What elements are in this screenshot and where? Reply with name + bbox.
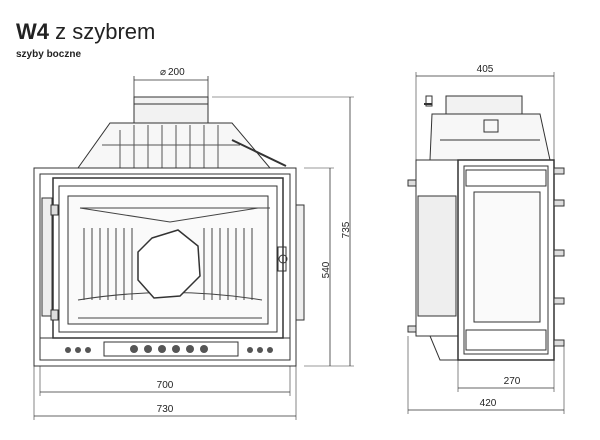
ash-drawer	[39, 337, 291, 361]
dim-front-height-inner: 540	[321, 261, 332, 278]
front-view: ⌀ 200 540 735 700 730	[33, 67, 354, 420]
side-door	[457, 159, 555, 361]
side-glass	[417, 195, 457, 317]
dim-front-width-outer: 730	[157, 404, 174, 415]
side-view: 405 270 420	[407, 64, 565, 414]
side-door-glass	[473, 191, 541, 323]
model-variant: z szybrem	[55, 19, 156, 44]
dim-side-top-depth: 405	[477, 64, 494, 75]
dim-side-bottom-depth-outer: 420	[480, 398, 497, 409]
side-glass-right	[295, 204, 305, 321]
fire-opening	[137, 229, 201, 299]
hinge-bottom	[50, 309, 59, 321]
page-title: W4 z szybrem	[16, 20, 155, 44]
door-handle	[278, 254, 288, 264]
side-flue	[445, 95, 523, 115]
dim-flue-diameter: 200	[168, 67, 185, 78]
dim-side-bottom-depth-inner: 270	[504, 376, 521, 387]
model-name: W4	[16, 19, 49, 44]
side-glass-left	[41, 197, 53, 317]
dim-front-width-inner: 700	[157, 380, 174, 391]
damper-lever	[231, 139, 287, 167]
hinge-top	[50, 204, 59, 216]
flue-pipe	[133, 96, 209, 124]
dim-flue-symbol: ⌀	[160, 67, 166, 78]
page-subtitle: szyby boczne	[16, 49, 82, 60]
dim-front-height-outer: 735	[341, 221, 352, 238]
